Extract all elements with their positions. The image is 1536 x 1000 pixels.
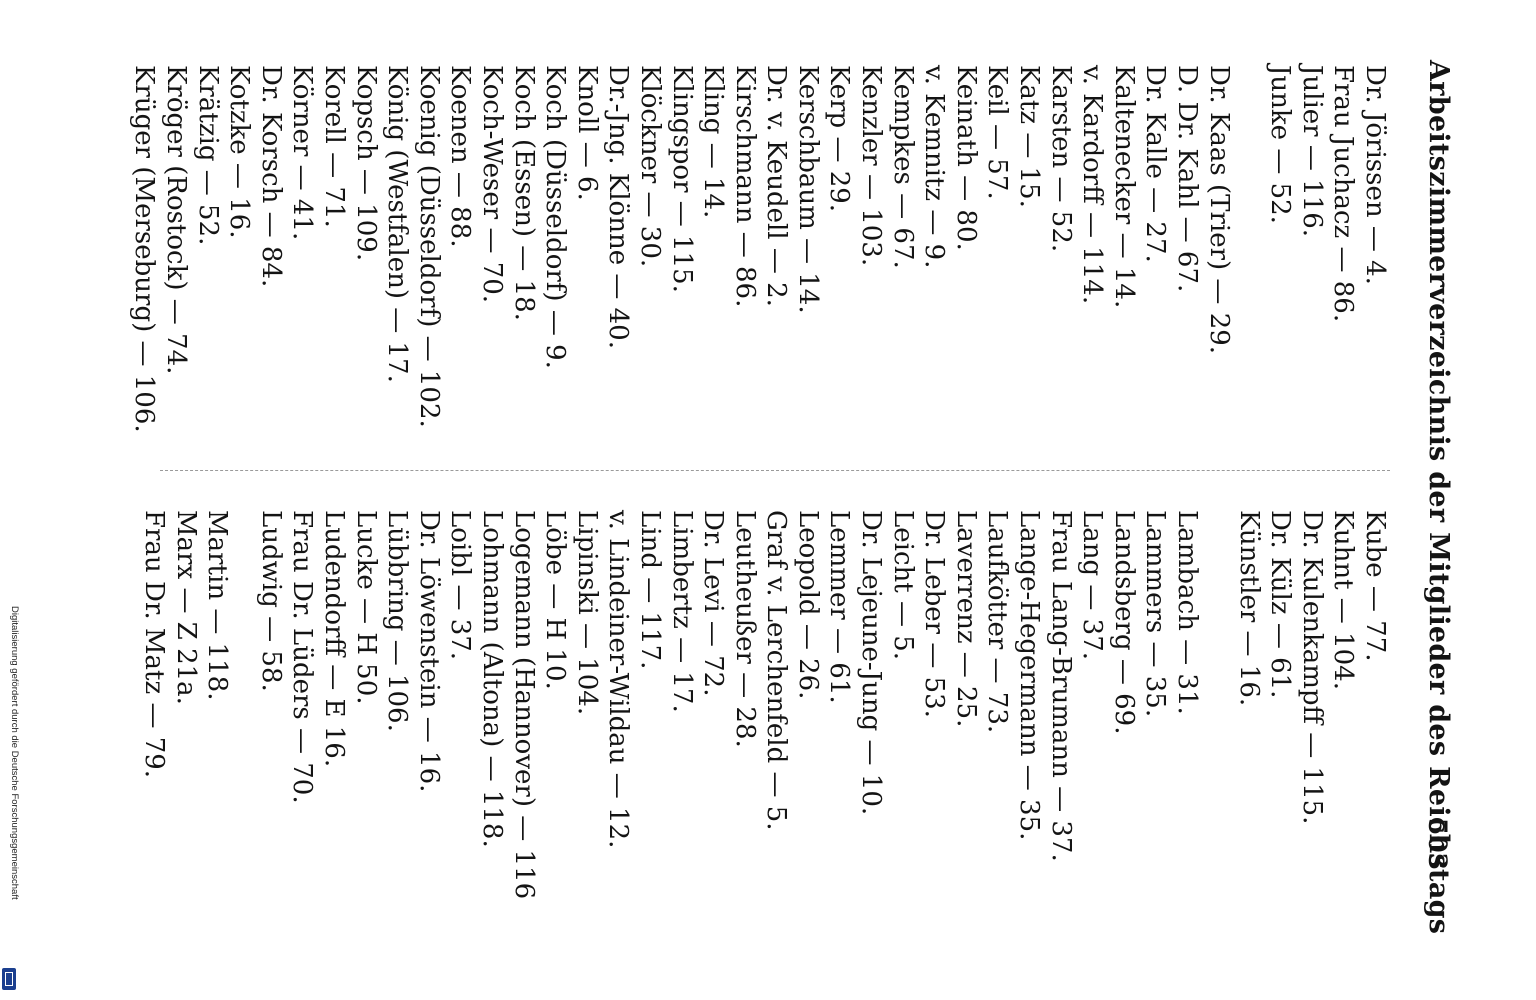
directory-entry: Keil — 57. [982, 65, 1013, 200]
page-number: 503 [1423, 817, 1452, 870]
directory-entry: Logemann (Hannover) — 116 [508, 510, 539, 900]
directory-entry: Koch (Essen) — 18. [508, 65, 539, 321]
directory-entry: Graf v. Lerchenfeld — 5. [761, 510, 792, 831]
directory-entry: Dr. Levi — 72. [698, 510, 729, 697]
directory-entry: Koenen — 88. [445, 65, 476, 248]
directory-entry: Keinath — 80. [950, 65, 981, 251]
directory-entry: Loibl — 37. [445, 510, 476, 661]
directory-entry: Leopold — 26. [792, 510, 823, 700]
digitization-credit: Digitalisierung gefördert durch die Deut… [8, 606, 20, 976]
directory-entry: Frau Juchacz — 86. [1328, 65, 1359, 323]
directory-entry: Kenzler — 103. [856, 65, 887, 267]
directory-entry: Lammers — 35. [1140, 510, 1171, 718]
directory-entry: Körner — 41. [287, 65, 318, 241]
dfg-logo-icon [2, 968, 16, 990]
left-entry-list: Dr. Jörissen — 4.Frau Juchacz — 86.Julie… [128, 65, 1390, 460]
right-entry-list: Kube — 77.Kuhnt — 104.Dr. Kulenkampff — … [137, 510, 1390, 950]
directory-entry: Kerschbaum — 14. [792, 65, 823, 314]
directory-entry: Karsten — 52. [1045, 65, 1076, 253]
directory-entry: Dr. Leber — 53. [919, 510, 950, 718]
directory-entry: Katz — 15. [1014, 65, 1045, 208]
right-column: Kube — 77.Kuhnt — 104.Dr. Kulenkampff — … [137, 510, 1390, 950]
directory-entry: Frau Dr. Lüders — 70. [287, 510, 318, 804]
directory-entry: Lübbring — 106. [382, 510, 413, 732]
directory-entry: Kempkes — 67. [887, 65, 918, 269]
directory-entry: Dr. Kalle — 27. [1140, 65, 1171, 263]
directory-entry: Koenig (Düsseldorf) — 102. [413, 65, 444, 428]
directory-entry: Kirschmann — 86. [729, 65, 760, 308]
directory-entry: Ludendorff — E 16. [319, 510, 349, 768]
directory-entry: D. Dr. Kahl — 67. [1172, 65, 1203, 293]
directory-entry: Ludwig — 58. [255, 510, 286, 692]
directory-entry: Laverrenz — 25. [950, 510, 981, 728]
directory-entry: Frau Lang-Brumann — 37. [1045, 510, 1076, 862]
directory-entry: König (Westfalen) — 17. [382, 65, 413, 383]
directory-entry: Frau Dr. Matz — 79. [139, 510, 170, 779]
directory-entry: Kube — 77. [1360, 510, 1390, 662]
directory-entry: Dr. Korsch — 84. [255, 65, 286, 288]
directory-entry: Kopsch — 109. [350, 65, 381, 262]
directory-entry: Künstler — 16. [1233, 510, 1264, 707]
directory-entry: Kerp — 29. [824, 65, 855, 213]
directory-entry: v. Kemnitz — 9. [919, 65, 950, 269]
directory-entry: Dr. Löwenstein — 16. [413, 510, 444, 793]
directory-entry: Dr. Jörissen — 4. [1360, 65, 1390, 285]
directory-entry: Marx — Z 21a. [170, 510, 201, 705]
directory-entry: Lang — 37. [1077, 510, 1108, 661]
directory-entry: Dr. Lejeune-Jung — 10. [856, 510, 887, 816]
directory-entry: Dr. Külz — 61. [1265, 510, 1296, 699]
directory-entry: Krüger (Merseburg) — 106. [129, 65, 160, 433]
directory-entry: Lange-Hegermann — 35. [1014, 510, 1045, 841]
directory-entry: Leutheußer — 28. [729, 510, 760, 748]
directory-entry: Knoll — 6. [571, 65, 602, 201]
column-divider [160, 470, 1390, 471]
directory-entry: Martin — 118. [202, 510, 233, 701]
directory-entry: Klöckner — 30. [634, 65, 665, 268]
directory-entry: Leicht — 5. [887, 510, 918, 661]
page-header: Arbeitszimmerverzeichnis der Mitglieder … [1400, 60, 1460, 934]
directory-entry: Krätzig — 52. [192, 65, 223, 246]
directory-entry: Koch-Weser — 70. [476, 65, 507, 304]
directory-entry: Klingspor — 115. [666, 65, 697, 293]
directory-entry: Kling — 14. [698, 65, 729, 219]
directory-entry: Dr. v. Keudell — 2. [761, 65, 792, 307]
directory-entry: Kuhnt — 104. [1328, 510, 1359, 690]
directory-entry: Dr.-Jng. Klönne — 40. [603, 65, 634, 349]
directory-page: Arbeitszimmerverzeichnis der Mitglieder … [129, 0, 1460, 1000]
directory-entry: Koch (Düsseldorf) — 9. [540, 65, 571, 369]
directory-entry: Korell — 71. [319, 65, 349, 228]
directory-entry: Dr. Kaas (Trier) — 29. [1203, 65, 1234, 355]
directory-entry: Junke — 52. [1265, 65, 1296, 224]
digitization-credit-text: Digitalisierung gefördert durch die Deut… [9, 606, 20, 900]
directory-entry: v. Lindeiner-Wildau — 12. [603, 510, 634, 849]
page-title: Arbeitszimmerverzeichnis der Mitglieder … [1423, 60, 1454, 935]
directory-entry: Limbertz — 17. [666, 510, 697, 713]
directory-entry: Julier — 116. [1296, 65, 1327, 238]
directory-entry: Kotzke — 16. [224, 65, 255, 239]
directory-entry: Landsberg — 69. [1108, 510, 1139, 735]
directory-entry: Löbe — H 10. [540, 510, 571, 690]
directory-entry: Lambach — 31. [1172, 510, 1203, 715]
directory-entry: Lipinski — 104. [571, 510, 602, 716]
directory-entry: Kaltenecker — 14. [1108, 65, 1139, 309]
directory-entry: Kröger (Rostock) — 74. [161, 65, 192, 375]
directory-entry: Lind — 117. [634, 510, 665, 670]
directory-entry: Lucke — H 50. [350, 510, 381, 705]
left-column: Dr. Jörissen — 4.Frau Juchacz — 86.Julie… [128, 65, 1390, 460]
directory-entry: Lemmer — 61. [824, 510, 855, 704]
directory-entry: v. Kardorff — 114. [1077, 65, 1108, 305]
directory-entry: Dr. Kulenkampff — 115. [1296, 510, 1327, 825]
directory-entry: Laufkötter — 73. [982, 510, 1013, 734]
directory-entry: Lohmann (Altona) — 118. [476, 510, 507, 848]
